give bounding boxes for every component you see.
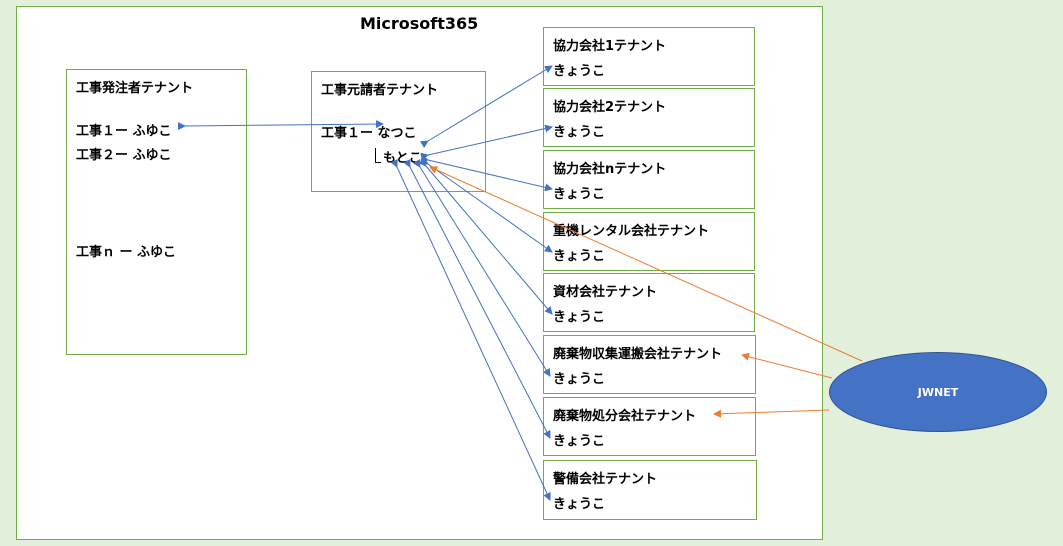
client-project-2: 工事２ー ふゆこ — [76, 148, 172, 163]
jwnet-to-contractor — [429, 166, 863, 362]
jwnet-to-waste-disposal — [713, 409, 830, 418]
partner-tenant-user: きょうこ — [553, 64, 606, 79]
link-to-partner-security — [390, 158, 551, 501]
partner-tenant-name: 廃棄物処分会社テナント — [553, 409, 697, 424]
link-to-partner-2 — [420, 124, 553, 161]
link-to-partner-waste-disposal — [403, 158, 551, 439]
partner-tenant-box — [543, 273, 755, 332]
partner-tenant-name: 協力会社1テナント — [553, 39, 667, 54]
partner-tenant-box — [543, 212, 755, 271]
partner-tenant-user: きょうこ — [553, 497, 606, 512]
partner-tenant-name: 資材会社テナント — [553, 285, 658, 300]
partner-tenant-box — [543, 335, 756, 394]
link-to-partner-materials — [418, 158, 553, 315]
partner-tenant-user: きょうこ — [553, 434, 606, 449]
contractor-tenant-title: 工事元請者テナント — [321, 83, 439, 98]
client-tenant-box — [66, 69, 247, 355]
diagram-title: Microsoft365 — [360, 14, 479, 33]
client-tenant-title: 工事発注者テナント — [76, 81, 194, 96]
partner-tenant-name: 重機レンタル会社テナント — [553, 224, 710, 239]
link-client-to-contractor — [177, 120, 384, 131]
partner-tenant-name: 廃棄物収集運搬会社テナント — [553, 347, 723, 362]
partner-tenant-name: 警備会社テナント — [553, 472, 658, 487]
jwnet-to-waste-transport — [741, 352, 833, 379]
link-to-partner-waste-transport — [412, 158, 551, 377]
sub-user-bracket — [375, 148, 381, 163]
jwnet-ellipse: JWNET — [829, 352, 1047, 432]
jwnet-label: JWNET — [917, 385, 959, 399]
partner-tenant-user: きょうこ — [553, 249, 606, 264]
partner-tenant-user: きょうこ — [553, 310, 606, 325]
link-to-partner-1 — [419, 65, 553, 149]
client-project-1: 工事１ー ふゆこ — [76, 124, 172, 139]
partner-tenant-box — [543, 460, 757, 520]
client-project-n: 工事ｎ ー ふゆこ — [76, 245, 177, 260]
partner-tenant-user: きょうこ — [553, 187, 606, 202]
partner-tenant-name: 協力会社2テナント — [553, 100, 667, 115]
partner-tenant-user: きょうこ — [553, 125, 606, 140]
partner-tenant-name: 協力会社nテナント — [553, 162, 667, 177]
partner-tenant-user: きょうこ — [553, 372, 606, 387]
partner-tenant-box — [543, 150, 755, 209]
partner-tenant-box — [543, 397, 756, 456]
partner-tenant-box — [543, 27, 755, 86]
